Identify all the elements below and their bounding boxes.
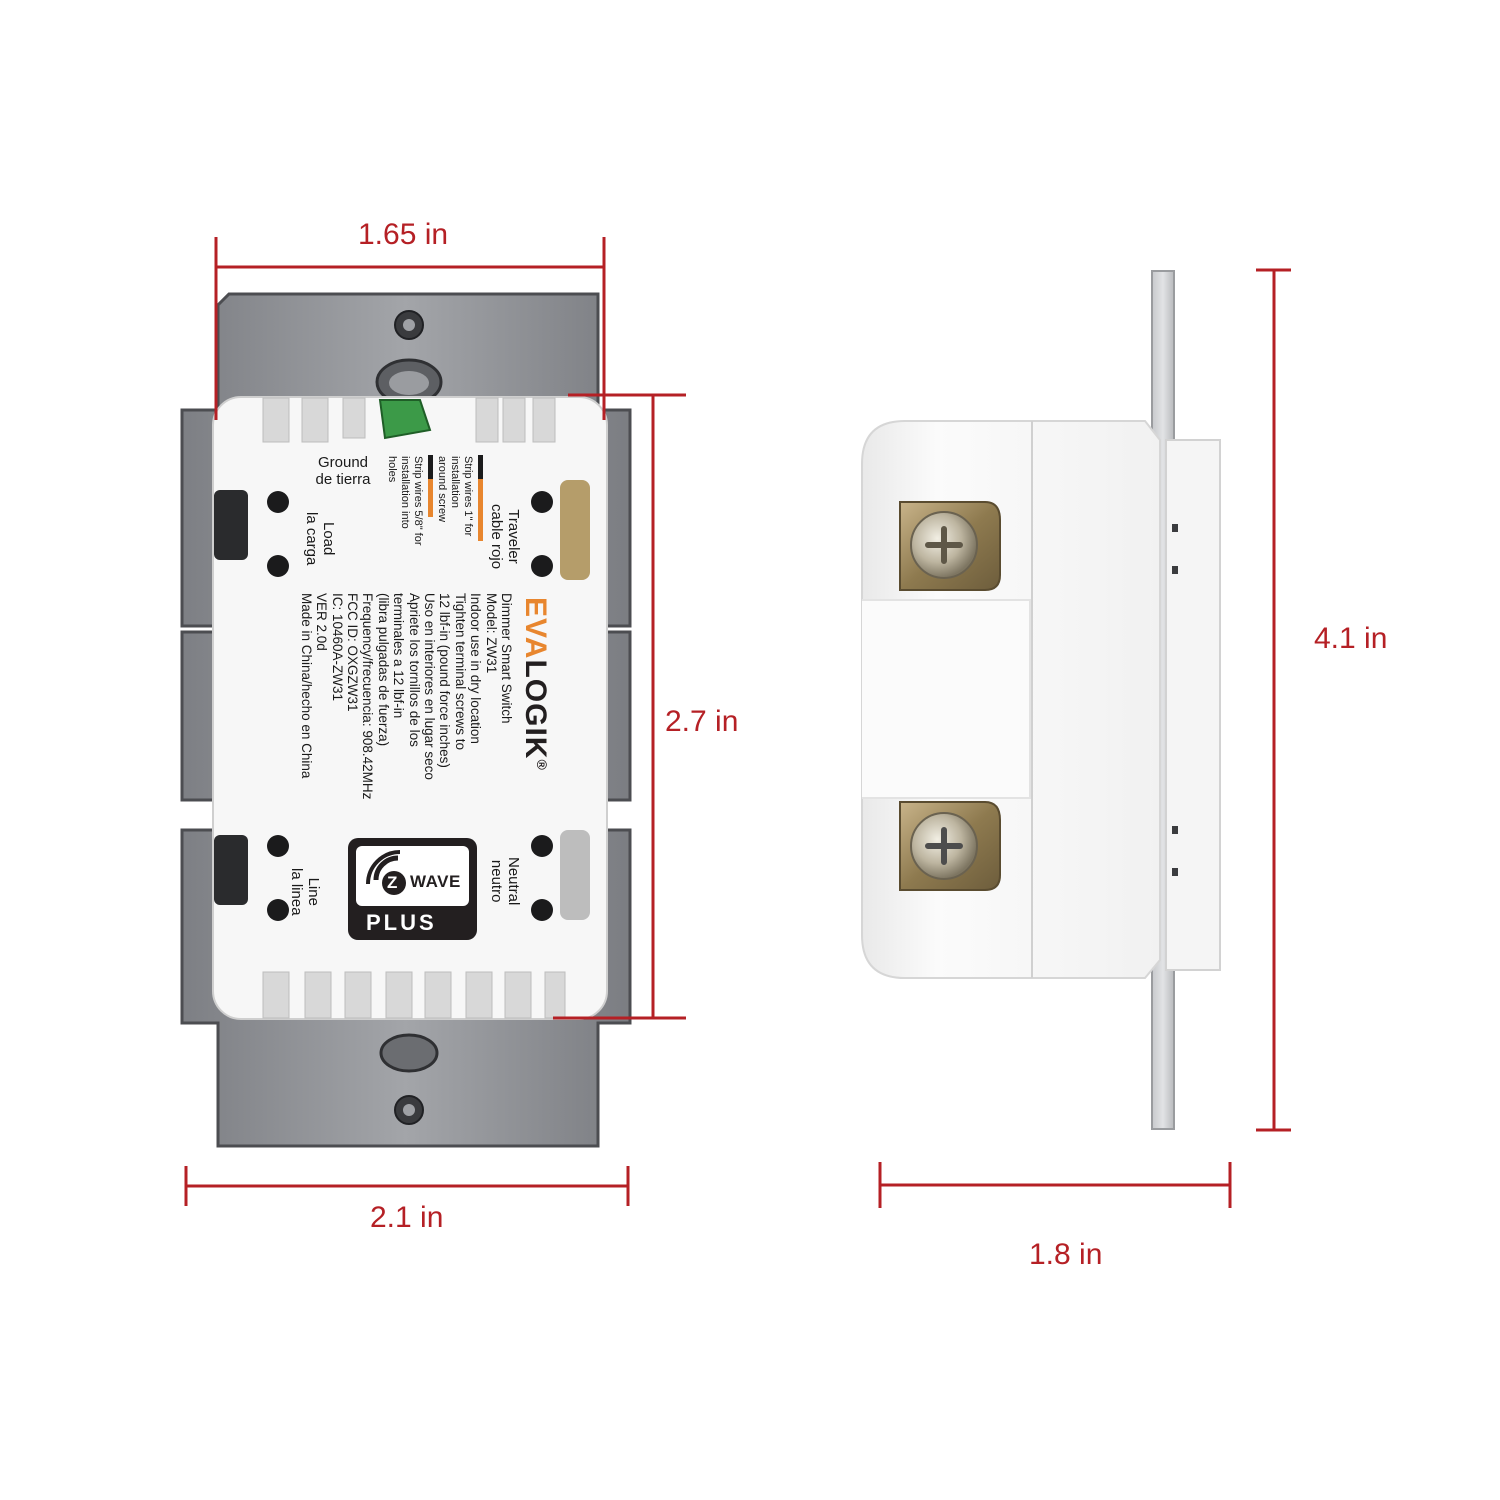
side-screws-left [214,490,248,905]
side-screw-bottom-slot [925,827,963,865]
housing-top-teeth [262,397,556,443]
side-screw-top-slot [925,526,963,564]
strip-mark-2-black [428,455,433,479]
housing-band [862,599,1031,799]
dim-front-height: 2.7 in [665,705,739,738]
load-label-line2: la carga [303,512,320,566]
zwave-wave: WAVE [410,872,461,891]
spec-line: Dimmer Smart Switch [499,593,514,724]
spec-line: Tighten terminal screws to [452,593,468,751]
side-screws-right [560,480,590,920]
strip-mark-1-black [478,455,483,479]
traveler-label-line1: Traveler [505,509,522,564]
line-label: Line la linea [288,868,322,916]
side-view [861,270,1221,1130]
paddle-marks [1172,524,1178,876]
spec-line: Made in China/hecho en China [298,593,314,779]
line-label-line2: la linea [288,868,305,916]
ground-label-line1: Ground [317,454,369,471]
dim-front-bottom: 2.1 in [370,1201,444,1234]
spec-line: Apriete los tornillos de los [406,593,422,747]
ground-label: Ground de tierra [304,454,382,488]
strip-mark-2-orange [428,479,433,517]
spec-line: Frequency/frecuencia: 908.42MHz [360,593,376,800]
strip-note-1inch: Strip wires 1" for installation around s… [435,456,474,536]
plate-hole-bottom-inner [403,1104,415,1116]
spec-line: Uso en interiores en lugar seco [421,593,437,780]
neutral-label-line2: neutro [488,859,505,903]
paddle-edge [1165,439,1221,971]
terminal-holes [267,491,553,921]
spec-line: terminales a 12 lbf-in [391,593,407,719]
spec-line: (libra pulgadas de fuerza) [375,593,391,747]
strip-note-5-8inch-line2: installation into [399,456,411,529]
front-view [180,292,632,1148]
zwave-arc-2 [366,850,401,885]
dim-side-height: 4.1 in [1314,622,1388,655]
strip-note-1inch-line2: installation [449,456,461,508]
brand-name-part1: EVA [519,597,552,660]
brand-name-part2: LOGIK [519,659,552,760]
strip-note-5-8inch-line1: Strip wires 5/8" for [412,456,424,546]
spec-line: 12 lbf-in (pound force inches) [437,593,453,768]
strip-note-1inch-line3: around screw [436,456,448,523]
dim-side-width: 1.8 in [1029,1238,1103,1271]
neutral-label-line1: Neutral [505,857,522,906]
ground-label-line2: de tierra [315,471,371,488]
dim-front-top: 1.65 in [358,218,449,251]
spec-line: FCC ID: OXGZW31 [344,593,360,712]
front-housing [212,396,608,1020]
zwave-arc-1 [373,855,399,881]
dimension-lines [184,237,1291,1208]
strip-note-1inch-line1: Strip wires 1" for [462,456,474,537]
housing-bottom-teeth [262,971,566,1019]
strip-note-5-8inch: Strip wires 5/8" for installation into h… [385,456,424,546]
strip-note-5-8inch-line3: holes [386,456,398,483]
ground-terminal [378,399,432,440]
strip-mark-1-orange [478,479,483,541]
line-label-line1: Line [305,877,322,906]
brand-registered: ® [534,759,550,771]
traveler-label: Traveler cable rojo [488,504,522,569]
plate-slot-bottom [379,1033,439,1073]
neutral-label: Neutral neutro [488,857,522,905]
brand-logo: EVALOGIK® [518,597,552,771]
zwave-z-circle [382,871,406,895]
plate-hole-top-inner [403,319,415,331]
spec-line: VER 2.0d [314,593,330,651]
spec-line: Indoor use in dry location [468,593,484,744]
load-label: Load la carga [303,512,337,565]
spec-line: IC: 10460A-ZW31 [329,593,345,702]
zwave-plus: PLUS [366,910,437,935]
traveler-label-line2: cable rojo [488,504,505,570]
spec-line: Model: ZW31 [483,593,499,674]
zwave-z: Z [387,873,398,892]
plate-slot-top-inner [389,371,429,395]
load-label-line1: Load [320,522,337,556]
